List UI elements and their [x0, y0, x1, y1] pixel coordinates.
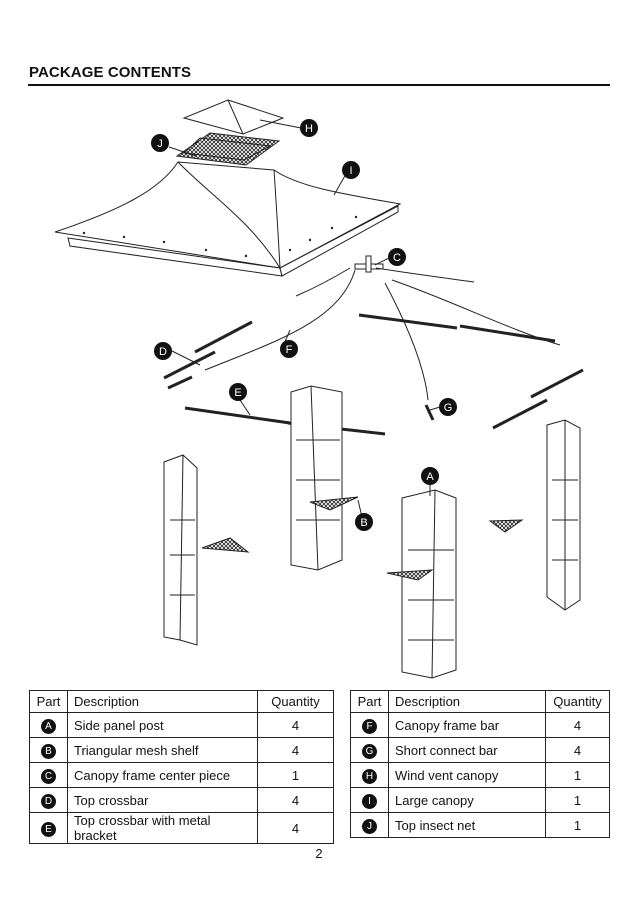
part-description: Wind vent canopy: [388, 762, 546, 788]
part-badge: F: [362, 718, 377, 734]
mesh-shelves-drawing: [201, 496, 524, 581]
part-description: Large canopy: [388, 787, 546, 813]
side-panel-posts-drawing: [163, 385, 581, 679]
callout-I: I: [342, 161, 360, 179]
table-row: A Side panel post 4: [29, 712, 334, 738]
callout-D: D: [154, 342, 172, 360]
table-row: F Canopy frame bar 4: [350, 712, 610, 738]
header-part: Part: [350, 690, 389, 713]
leader-lines: [168, 119, 441, 518]
part-description: Side panel post: [67, 712, 258, 738]
table-row: D Top crossbar 4: [29, 787, 334, 813]
large-canopy-drawing: [54, 161, 402, 277]
part-description: Short connect bar: [388, 737, 546, 763]
callout-H: H: [300, 119, 318, 137]
part-description: Top crossbar: [67, 787, 258, 813]
part-badge: E: [41, 821, 56, 837]
wind-vent-canopy-drawing: [182, 99, 285, 135]
svg-text:H: H: [305, 123, 313, 135]
header-quantity: Quantity: [257, 690, 334, 713]
header-part: Part: [29, 690, 68, 713]
part-quantity: 1: [545, 787, 610, 813]
part-quantity: 4: [545, 737, 610, 763]
svg-text:F: F: [286, 344, 293, 356]
table-row: C Canopy frame center piece 1: [29, 762, 334, 788]
header-quantity: Quantity: [545, 690, 610, 713]
insect-net-drawing: [175, 132, 281, 166]
part-badge: C: [41, 768, 56, 784]
short-connect-bar-drawing: [424, 404, 435, 421]
svg-text:J: J: [157, 138, 163, 150]
table-row: B Triangular mesh shelf 4: [29, 737, 334, 763]
part-description: Top insect net: [388, 812, 546, 838]
part-quantity: 4: [257, 737, 334, 763]
part-badge: D: [41, 793, 56, 809]
part-badge: J: [362, 818, 377, 834]
part-quantity: 1: [545, 812, 610, 838]
title-rule: [28, 84, 610, 86]
callout-E: E: [229, 383, 247, 401]
parts-table-left: Part Description Quantity A Side panel p…: [29, 690, 334, 844]
table-row: J Top insect net 1: [350, 812, 610, 838]
part-badge: G: [362, 743, 377, 759]
callout-F: F: [280, 340, 298, 358]
crossbar-bracket-drawing: [184, 406, 386, 436]
part-description: Canopy frame bar: [388, 712, 546, 738]
part-quantity: 1: [257, 762, 334, 788]
svg-text:D: D: [159, 346, 167, 358]
svg-text:A: A: [426, 471, 434, 483]
part-quantity: 4: [257, 787, 334, 813]
svg-text:C: C: [393, 252, 401, 264]
header-description: Description: [67, 690, 258, 713]
part-badge: I: [362, 793, 377, 809]
part-badge: A: [41, 718, 56, 734]
parts-table-right: Part Description Quantity F Canopy frame…: [350, 690, 610, 838]
part-quantity: 4: [257, 812, 334, 844]
top-crossbars-drawing: [163, 313, 584, 430]
part-description: Canopy frame center piece: [67, 762, 258, 788]
callout-J: J: [151, 134, 169, 152]
part-quantity: 4: [257, 712, 334, 738]
callout-B: B: [355, 513, 373, 531]
part-badge: H: [362, 768, 377, 784]
page-number: 2: [315, 846, 323, 861]
callout-C: C: [388, 248, 406, 266]
table-header-row: Part Description Quantity: [350, 690, 610, 713]
part-quantity: 1: [545, 762, 610, 788]
table-row: G Short connect bar 4: [350, 737, 610, 763]
callout-G: G: [439, 398, 457, 416]
part-description: Triangular mesh shelf: [67, 737, 258, 763]
page-title: PACKAGE CONTENTS: [29, 64, 192, 81]
svg-text:E: E: [234, 387, 241, 399]
svg-text:B: B: [360, 517, 367, 529]
part-description: Top crossbar with metal bracket: [67, 812, 258, 844]
header-description: Description: [388, 690, 546, 713]
svg-text:I: I: [349, 165, 352, 177]
table-row: I Large canopy 1: [350, 787, 610, 813]
part-badge: B: [41, 743, 56, 759]
table-header-row: Part Description Quantity: [29, 690, 334, 713]
center-piece-drawing: [354, 255, 384, 273]
callout-A: A: [421, 467, 439, 485]
part-quantity: 4: [545, 712, 610, 738]
parts-diagram: H J I C D F E G A B: [54, 99, 584, 679]
svg-text:G: G: [444, 402, 453, 414]
table-row: E Top crossbar with metal bracket 4: [29, 812, 334, 844]
table-row: H Wind vent canopy 1: [350, 762, 610, 788]
